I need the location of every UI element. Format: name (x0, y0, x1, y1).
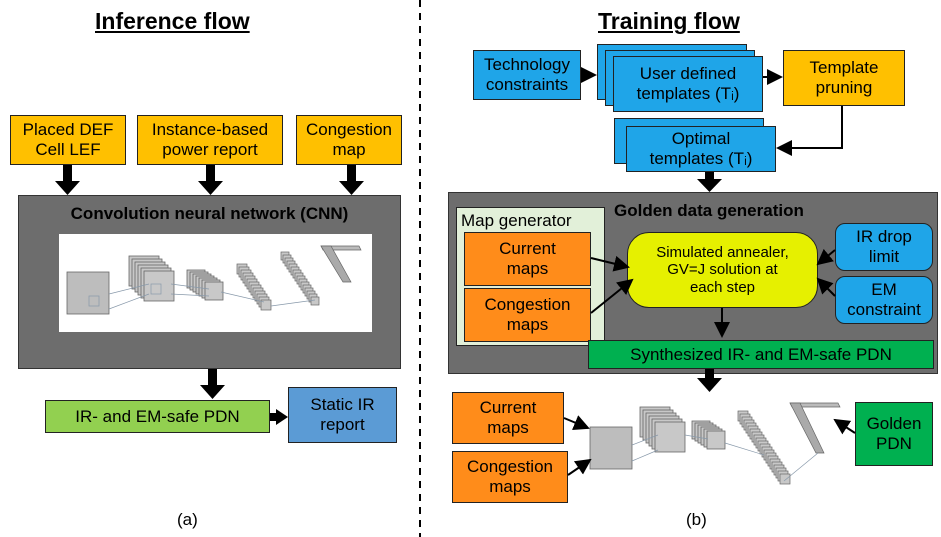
gen-current-maps: Current maps (464, 232, 591, 286)
technology-constraints: Technology constraints (473, 50, 581, 100)
bottom-congestion-maps: Congestion maps (452, 451, 568, 503)
training-cnn-diagram (588, 395, 850, 505)
caption-b: (b) (686, 510, 707, 529)
template-pruning: Template pruning (783, 50, 905, 106)
input-def-lef: Placed DEF Cell LEF (10, 115, 126, 165)
map-generator-title: Map generator (461, 211, 572, 230)
user-defined-templates: User defined templates (Tᵢ) (613, 56, 763, 112)
optimal-templates: Optimal templates (Tᵢ) (626, 126, 776, 172)
golden-data-title: Golden data generation (614, 201, 804, 220)
em-constraint: EM constraint (835, 276, 933, 324)
cnn-title: Convolution neural network (CNN) (70, 204, 349, 223)
cnn-panel: Convolution neural network (CNN) (18, 195, 401, 369)
block-arrows (55, 165, 722, 425)
input-power-report: Instance-based power report (137, 115, 283, 165)
input-congestion-map: Congestion map (296, 115, 402, 165)
training-cnn-graphic (589, 402, 841, 485)
bottom-current-maps: Current maps (452, 392, 564, 444)
cnn-diagram (59, 234, 372, 332)
golden-pdn: Golden PDN (855, 402, 933, 466)
gen-congestion-maps: Congestion maps (464, 288, 591, 342)
training-flow-title: Training flow (598, 8, 740, 34)
ir-em-safe-pdn-output: IR- and EM-safe PDN (45, 400, 270, 433)
inference-flow-title: Inference flow (95, 8, 250, 34)
synthesized-pdn: Synthesized IR- and EM-safe PDN (588, 340, 934, 369)
ir-drop-limit: IR drop limit (835, 223, 933, 271)
caption-a: (a) (177, 510, 198, 529)
static-ir-report: Static IR report (288, 387, 397, 443)
cnn-layers-graphic (66, 245, 362, 315)
